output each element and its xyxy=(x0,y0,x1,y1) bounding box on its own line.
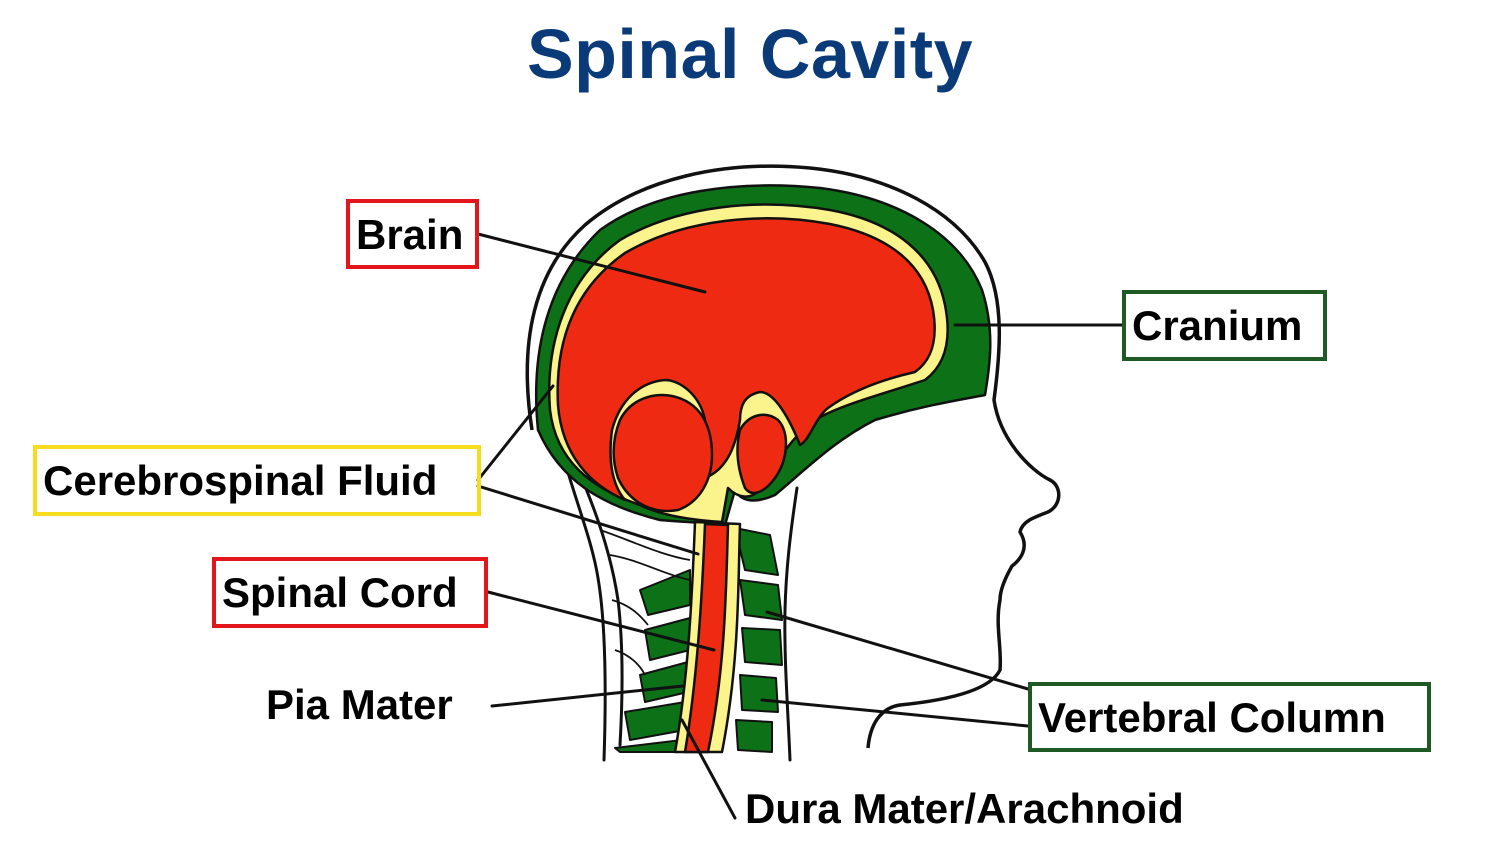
head-profile-outline xyxy=(525,164,1061,749)
neck-outline xyxy=(558,443,799,762)
csf-leader-line-upper xyxy=(476,384,555,482)
vertebra xyxy=(739,674,779,713)
vertebra xyxy=(639,661,689,703)
vertebra xyxy=(739,579,783,621)
spinal-cord xyxy=(683,522,730,754)
leader-lines xyxy=(476,232,1126,820)
brain-label: Brain xyxy=(346,199,479,269)
cerebellum xyxy=(612,393,714,513)
cranium-label: Cranium xyxy=(1122,290,1327,361)
vertebra xyxy=(735,719,773,753)
pia-mater-leader-line xyxy=(490,684,685,708)
dura-mater-leader-line xyxy=(680,718,737,820)
brain-leader-line xyxy=(476,232,707,294)
brain xyxy=(556,217,936,502)
vertebra xyxy=(624,701,686,741)
vertebra xyxy=(741,627,783,666)
vertebra xyxy=(734,527,779,576)
vertebra xyxy=(614,739,683,753)
vertebral-column-leader-line-lower xyxy=(760,698,1030,728)
csf-leader-line-lower xyxy=(476,484,700,556)
spinal-cord-label: Spinal Cord xyxy=(212,557,488,628)
pia-mater-label: Pia Mater xyxy=(266,681,453,728)
page-title: Spinal Cavity xyxy=(526,15,974,93)
vertebra xyxy=(639,569,691,616)
neck-muscle-lines xyxy=(599,529,691,676)
spinal-cord-leader-line xyxy=(486,590,716,652)
vertebral-column-label: Vertebral Column xyxy=(1028,682,1431,752)
dura-mater-arachnoid-label: Dura Mater/Arachnoid xyxy=(745,785,1184,832)
brainstem xyxy=(736,413,788,495)
cerebrospinal-fluid-label: Cerebrospinal Fluid xyxy=(33,445,481,516)
vertebral-column-leader-line-upper xyxy=(765,610,1030,691)
